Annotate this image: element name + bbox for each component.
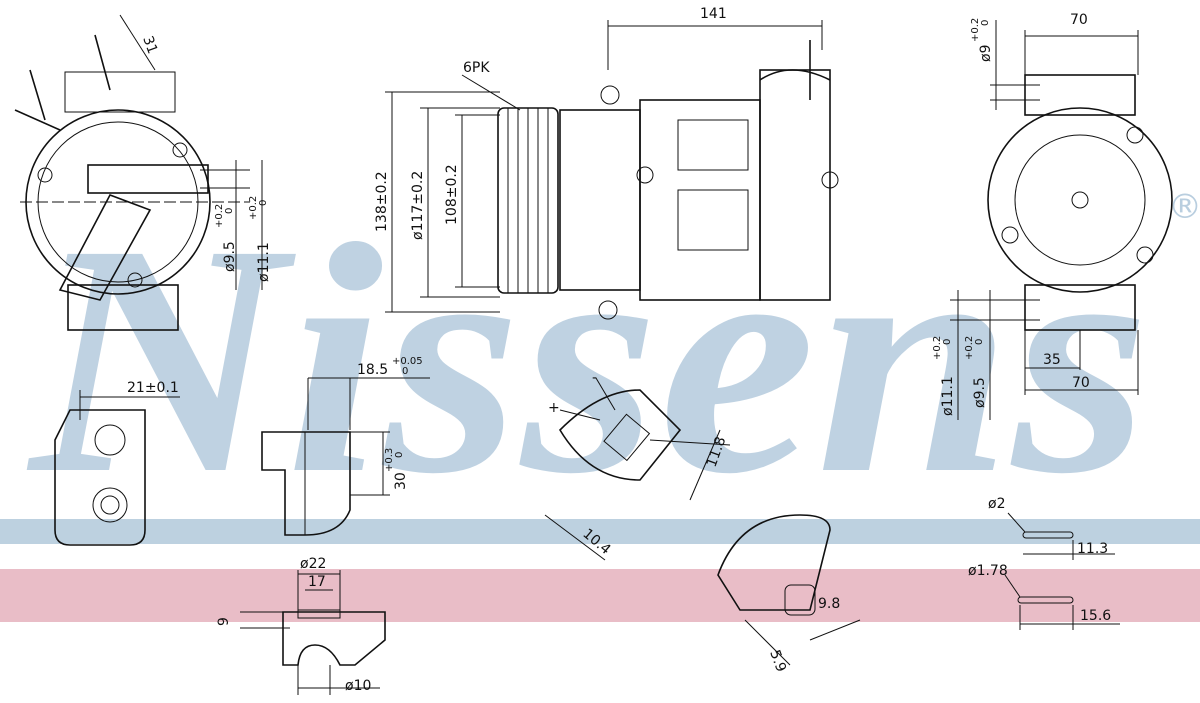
dimension-label: 9.8	[818, 596, 840, 612]
dimension-label: 17	[308, 574, 326, 590]
dimension-label: 141	[700, 6, 727, 22]
dimension-label: 21±0.1	[127, 380, 179, 396]
dimension-label: +0.05	[392, 356, 423, 367]
oring-large: ø1.78 15.6	[968, 563, 1120, 630]
dimension-label: ø1.78	[968, 563, 1008, 579]
dimension-label: ø22	[300, 556, 326, 572]
dimension-label: +0.2	[214, 204, 225, 228]
side-view: 141 6PK 138±0.2 ø117±0.2 108±0.2	[374, 6, 839, 320]
dimension-label: 70	[1072, 375, 1090, 391]
dimension-label: 0	[258, 200, 269, 206]
dimension-label: 108±0.2	[444, 164, 460, 225]
dimension-label: 0	[942, 339, 953, 345]
valve-section: ø22 17 9 ø10	[216, 556, 386, 695]
dimension-label: 35	[1043, 352, 1061, 368]
dimension-label: 0	[402, 366, 408, 377]
oring-small: ø2 11.3	[988, 496, 1115, 560]
dimension-label: ø11.1	[940, 376, 956, 416]
dimension-label: 0	[980, 20, 991, 26]
dimension-label: +0.2	[932, 336, 943, 360]
dimension-label: 6PK	[463, 60, 490, 76]
dimension-label: 15.6	[1080, 608, 1111, 624]
brand-watermark: Nissens	[24, 177, 1150, 542]
plug-view: 9.8 5.9	[717, 514, 861, 674]
dimension-label: +	[548, 400, 560, 416]
dimension-label: 0	[974, 339, 985, 345]
dimension-label: ø9	[978, 45, 994, 62]
registered-mark: ®	[1168, 187, 1200, 227]
dimension-label: 0	[394, 452, 405, 458]
fitting-section: 18.5 +0.05 0 30 +0.3 0	[261, 356, 430, 536]
dimension-label: 9	[216, 617, 232, 626]
dimension-label: ø9.5	[222, 241, 238, 272]
dimension-label: 30	[393, 472, 409, 490]
dimension-label: +0.2	[964, 336, 975, 360]
dimension-label: ø11.1	[256, 242, 272, 282]
dimension-label: +0.2	[970, 18, 981, 42]
pink-band	[0, 569, 1200, 622]
dimension-label: 5.9	[766, 648, 789, 674]
dimension-label: +0.3	[384, 448, 395, 472]
dimension-label: 18.5	[357, 362, 388, 378]
dimension-label: ø2	[988, 496, 1005, 512]
dimension-label: +0.2	[248, 196, 259, 220]
dimension-label: 11.3	[1077, 541, 1108, 557]
dimension-label: -	[592, 370, 597, 386]
dimension-label: 31	[139, 34, 160, 56]
dimension-label: ø10	[345, 678, 371, 694]
dimension-label: ø9.5	[972, 377, 988, 408]
dimension-label: 138±0.2	[374, 171, 390, 232]
dimension-label: 0	[224, 208, 235, 214]
rear-view: 70 ø9 +0.2 0 ø11.1 +0.2 0 ø9.5 +0.2 0 35…	[932, 12, 1173, 420]
port-view: 21±0.1	[54, 380, 180, 546]
blue-band	[0, 519, 1200, 544]
dimension-label: 70	[1070, 12, 1088, 28]
dimension-label: ø117±0.2	[410, 171, 426, 240]
front-view: 31 ø9.5 +0.2 0 ø11.1 +0.2 0	[14, 14, 272, 331]
